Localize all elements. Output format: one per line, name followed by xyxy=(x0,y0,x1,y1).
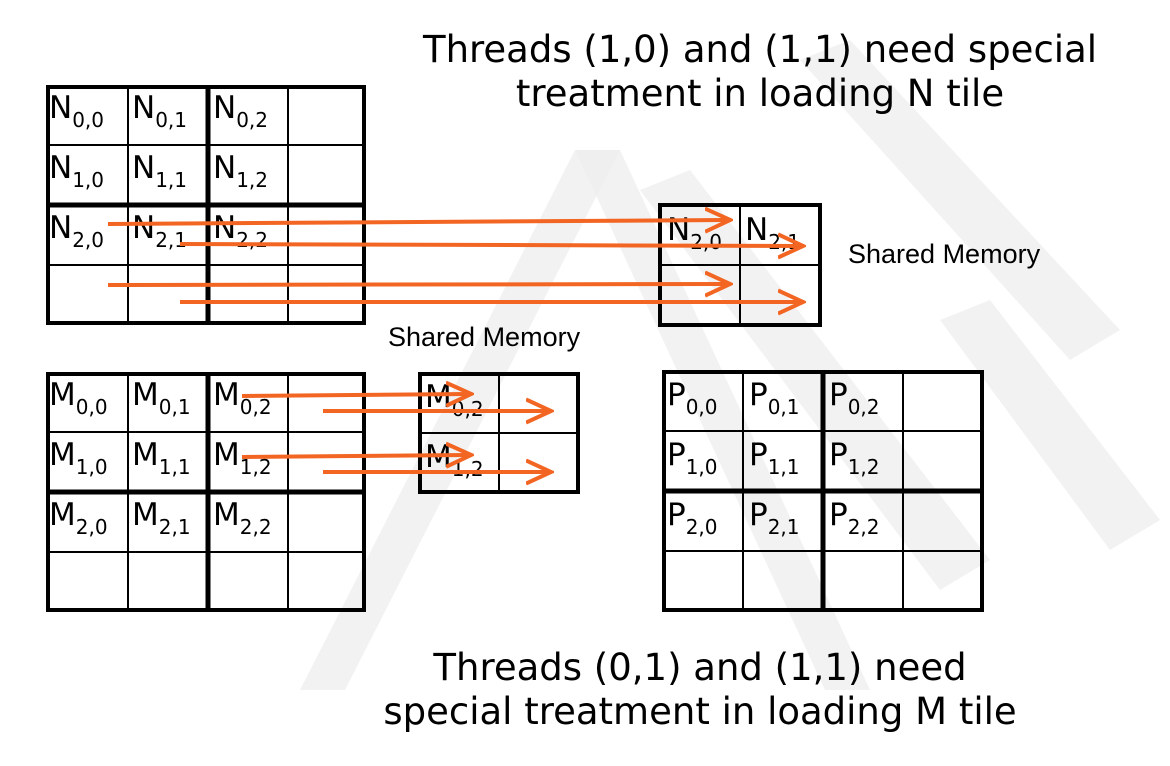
shared-memory-label-m: Shared Memory xyxy=(388,322,581,352)
top-caption: Threads (1,0) and (1,1) need special tre… xyxy=(400,28,1120,116)
matrix-n-cell: N0,0 xyxy=(49,90,105,132)
matrix-m-cell: M1,2 xyxy=(213,437,272,479)
bottom-caption-line1: Threads (0,1) and (1,1) need xyxy=(433,646,967,689)
matrix-p-cell: P0,0 xyxy=(667,377,718,419)
matrix-p: P0,0 P0,1 P0,2 P1,0 P1,1 P1,2 P2,0 P2,1 … xyxy=(662,370,984,612)
matrix-m-cell: M2,1 xyxy=(132,497,191,539)
matrix-m-cell: M0,0 xyxy=(49,377,108,419)
matrix-m-cell: M2,0 xyxy=(49,497,108,539)
top-caption-line2: treatment in loading N tile xyxy=(515,72,1005,115)
matrix-p-cell: P0,1 xyxy=(749,377,800,419)
matrix-m-cell: M0,2 xyxy=(213,377,272,419)
matrix-p-cell: P2,1 xyxy=(749,497,800,539)
top-caption-line1: Threads (1,0) and (1,1) need special xyxy=(422,28,1098,71)
matrix-p-cell: P1,2 xyxy=(829,437,880,479)
matrix-n-cell: N1,2 xyxy=(213,150,269,192)
matrix-m-cell: M2,2 xyxy=(213,497,272,539)
matrix-n-cell: N1,0 xyxy=(49,150,105,192)
matrix-p-cell: P1,0 xyxy=(667,437,718,479)
matrix-m-cell: M0,1 xyxy=(132,377,191,419)
bottom-caption-line2: special treatment in loading M tile xyxy=(383,690,1017,733)
matrix-n-cell: N2,0 xyxy=(49,210,105,252)
matrix-p-cell: P2,0 xyxy=(667,497,718,539)
matrix-m-tile-grid xyxy=(418,372,580,494)
matrix-p-cell: P1,1 xyxy=(749,437,800,479)
matrix-m-grid xyxy=(46,372,366,612)
matrix-n-grid xyxy=(46,85,366,325)
matrix-n-cell: N0,2 xyxy=(213,90,269,132)
matrix-p-cell: P0,2 xyxy=(829,377,880,419)
matrix-p-cell: P2,2 xyxy=(829,497,880,539)
matrix-n: N0,0 N0,1 N0,2 N1,0 N1,1 N1,2 N2,0 N2,1 … xyxy=(46,85,366,325)
shared-memory-label-n: Shared Memory xyxy=(848,239,1041,269)
matrix-m-tile: M0,2 M1,2 xyxy=(418,372,580,494)
matrix-m-cell: M1,0 xyxy=(49,437,108,479)
matrix-p-grid xyxy=(662,370,984,612)
bottom-caption: Threads (0,1) and (1,1) need special tre… xyxy=(350,646,1050,734)
matrix-n-tile-grid xyxy=(658,203,822,327)
matrix-n-tile: N2,0 N2,1 xyxy=(658,203,822,327)
matrix-n-cell: N0,1 xyxy=(132,90,188,132)
matrix-n-cell: N1,1 xyxy=(132,150,188,192)
matrix-m-cell: M1,1 xyxy=(132,437,191,479)
matrix-m: M0,0 M0,1 M0,2 M1,0 M1,1 M1,2 M2,0 M2,1 … xyxy=(46,372,366,612)
